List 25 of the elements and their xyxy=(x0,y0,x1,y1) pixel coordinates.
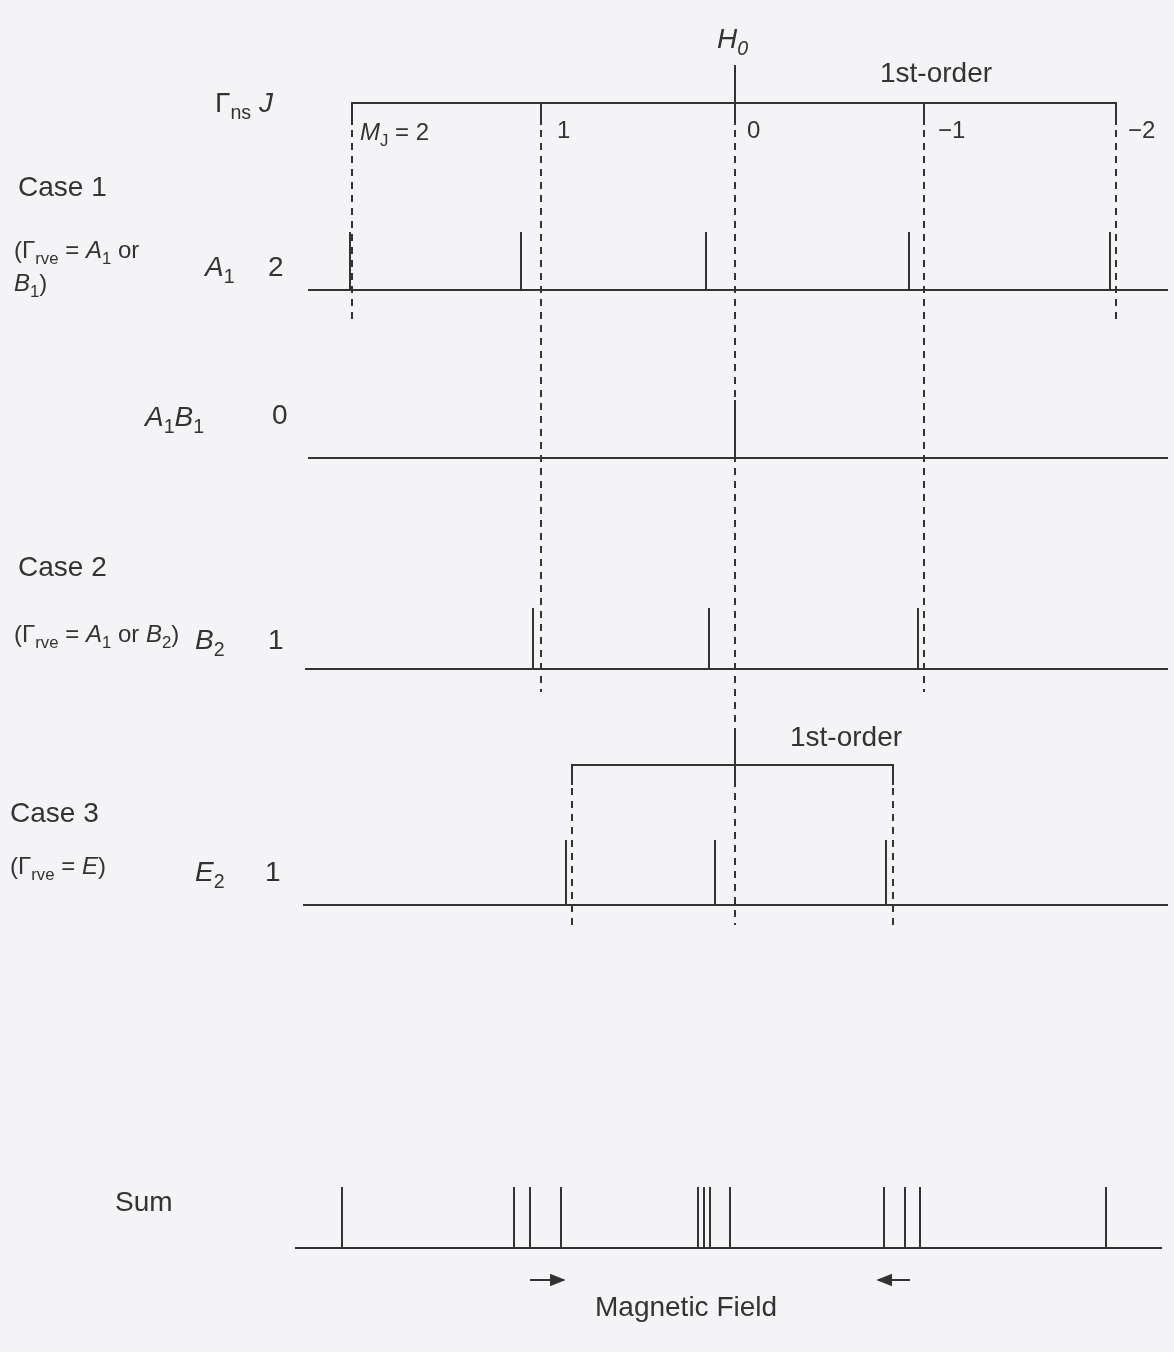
label-text: 1 xyxy=(557,116,571,145)
label-text: 0 xyxy=(272,398,288,432)
label-text: 1 xyxy=(265,855,281,889)
label-text: −1 xyxy=(938,116,966,145)
label-text: A$_{1}$ xyxy=(205,250,235,289)
label-text: Γ$_{ns}$ J xyxy=(215,86,273,125)
label-text: 1st-order xyxy=(790,720,903,754)
label-text: M$_{J}$ = 2 xyxy=(360,118,430,152)
label-text: 1 xyxy=(268,623,284,657)
label-text: −2 xyxy=(1128,116,1156,145)
label-text: (Γ$_{rve}$ = A$_{1}$ or B$_{1}$) xyxy=(14,236,141,303)
label-text: Case 1 xyxy=(18,170,107,204)
label-text: Case 2 xyxy=(18,550,107,584)
label-text: B$_{2}$ xyxy=(195,623,225,662)
label-text: Magnetic Field xyxy=(595,1290,778,1324)
label-text: A$_{1}$B$_{1}$ xyxy=(145,400,205,439)
label-text: E$_{2}$ xyxy=(195,855,225,894)
label-text: Case 3 xyxy=(10,796,99,830)
label-text: H$_{0}$ xyxy=(717,22,749,61)
label-text: (Γ$_{rve}$ = E) xyxy=(10,852,106,886)
label-text: 2 xyxy=(268,250,284,284)
label-text: 0 xyxy=(747,116,761,145)
label-text: (Γ$_{rve}$ = A$_{1}$ or B$_{2}$) xyxy=(14,620,181,654)
label-text: Sum xyxy=(115,1185,173,1219)
label-text: 1st-order xyxy=(880,56,993,90)
